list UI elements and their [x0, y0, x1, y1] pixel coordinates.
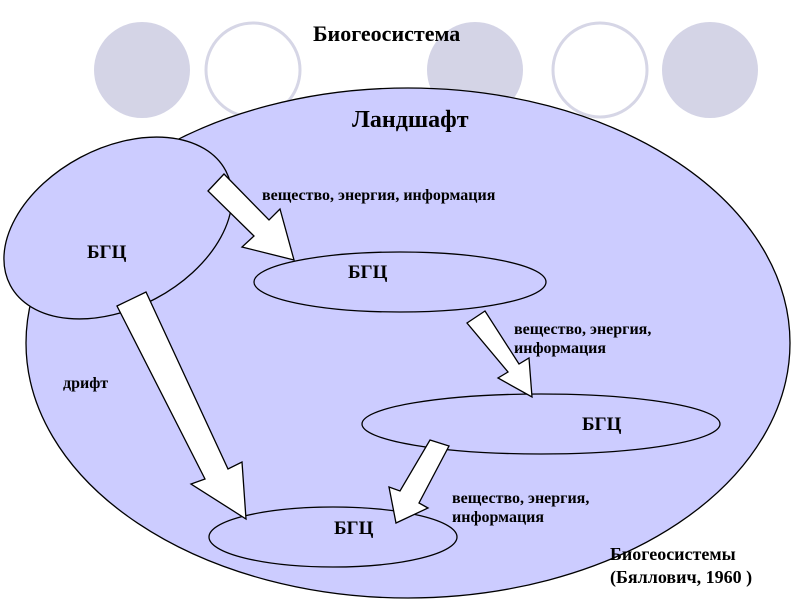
- bgc-node-1-ellipse: [3, 136, 233, 320]
- bgc-node-4-label: БГЦ: [334, 518, 374, 539]
- deco-circle-filled-3: [662, 22, 758, 118]
- flow-label-2: вещество, энергия, информация: [514, 320, 651, 358]
- bgc-node-1-label: БГЦ: [87, 242, 127, 263]
- flow-label-3: вещество, энергия, информация: [452, 489, 589, 527]
- bgc-node-3-label: БГЦ: [582, 414, 622, 435]
- bgc-node-3-ellipse: [361, 393, 721, 455]
- decorative-circles: [94, 21, 758, 119]
- deco-circle-outline-2: [551, 21, 649, 119]
- flow-arrow-2: [466, 310, 533, 399]
- source-line1: Биогеосистемы: [610, 544, 736, 564]
- bgc-node-2-ellipse: [253, 251, 547, 313]
- source-citation: Биогеосистемы (Бяллович, 1960 ): [610, 543, 752, 590]
- flow-label-3-line2: информация: [452, 509, 545, 527]
- flow-arrow-1: [207, 173, 295, 261]
- bgc-node-4-ellipse: [208, 506, 458, 568]
- flow-arrow-3: [388, 439, 450, 524]
- flow-label-3-line1: вещество, энергия,: [452, 490, 590, 507]
- diagram-title: Биогеосистема: [313, 21, 461, 46]
- flow-label-2-line2: информация: [514, 340, 607, 358]
- drift-label: дрифт: [63, 375, 109, 392]
- flow-label-2-line1: вещество, энергия,: [514, 321, 652, 338]
- deco-circle-filled-1: [94, 22, 190, 118]
- drift-arrow: [116, 291, 247, 521]
- flow-label-1: вещество, энергия, информация: [262, 187, 496, 204]
- landscape-label: Ландшафт: [352, 107, 469, 133]
- source-line2: (Бяллович, 1960 ): [610, 567, 753, 588]
- bgc-node-2-label: БГЦ: [348, 262, 388, 283]
